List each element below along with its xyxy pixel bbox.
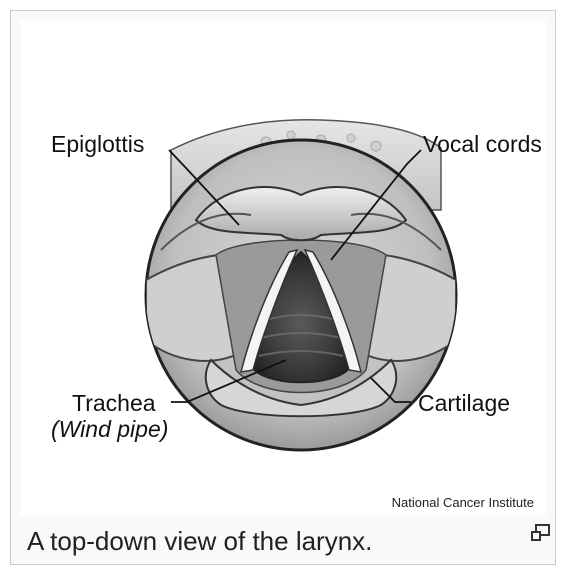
image-credit: National Cancer Institute — [392, 495, 534, 510]
label-vocal-cords: Vocal cords — [423, 133, 542, 156]
label-cartilage: Cartilage — [418, 392, 510, 415]
enlarge-icon[interactable] — [530, 523, 552, 543]
label-epiglottis: Epiglottis — [51, 133, 144, 156]
larynx-diagram[interactable]: Epiglottis Vocal cords Trachea (Wind pip… — [21, 20, 546, 516]
figure-frame: Epiglottis Vocal cords Trachea (Wind pip… — [10, 10, 556, 565]
figure-caption: A top-down view of the larynx. — [27, 526, 372, 557]
label-trachea: Trachea — [72, 392, 156, 415]
label-wind-pipe: (Wind pipe) — [51, 418, 168, 441]
